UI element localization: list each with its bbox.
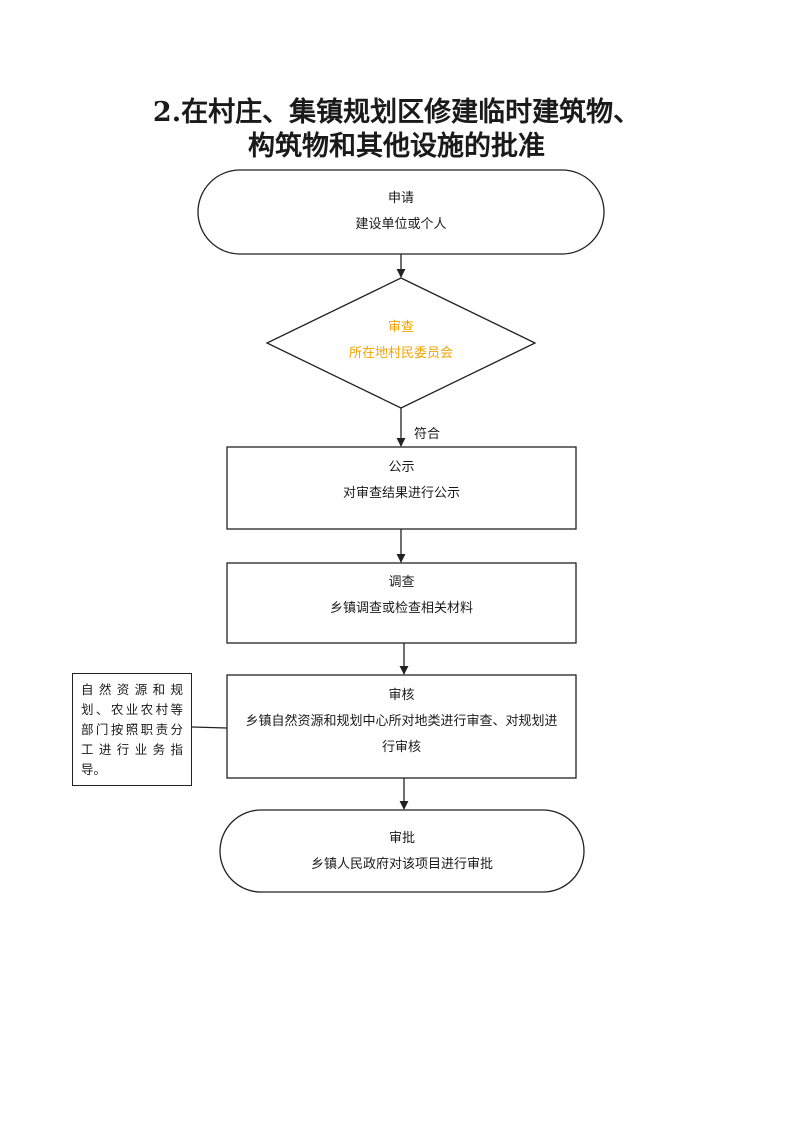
investigate-node: 调查 乡镇调查或检查相关材料 (227, 570, 576, 622)
audit-desc-line-2: 行审核 (381, 740, 421, 755)
publicity-node: 公示 对审查结果进行公示 (227, 455, 576, 507)
investigate-desc: 乡镇调查或检查相关材料 (329, 601, 473, 616)
approve-title: 审批 (388, 831, 415, 846)
audit-title: 审核 (388, 688, 415, 703)
page-title-line-2: 构筑物和其他设施的批准 (248, 131, 545, 162)
audit-box (226, 674, 577, 779)
apply-node: 申请 建设单位或个人 (198, 186, 604, 238)
audit-desc-line-1: 乡镇自然资源和规划中心所对地类进行审查、对规划进 (245, 714, 558, 729)
side-note-connector (191, 726, 228, 729)
side-note-line: 划、农业农村等 (81, 702, 183, 717)
page-title-line-1: 2.在村庄、集镇规划区修建临时建筑物、 (152, 97, 641, 128)
apply-desc: 建设单位或个人 (355, 217, 447, 232)
edge-label-conforms: 符合 (414, 427, 441, 442)
approve-terminator (219, 809, 585, 893)
review-desc: 所在地村民委员会 (348, 346, 453, 361)
apply-title: 申请 (387, 191, 414, 206)
investigate-title: 调查 (388, 575, 415, 590)
publicity-box (226, 446, 577, 530)
side-note-box: 自然资源和规 划、农业农村等 部门按照职责分 工进行业务指 导。 (72, 673, 192, 786)
publicity-title: 公示 (388, 460, 415, 475)
publicity-desc: 对审查结果进行公示 (342, 486, 460, 501)
side-note-line: 工进行业务指 (81, 742, 183, 757)
side-note-line: 自然资源和规 (81, 682, 183, 697)
audit-node: 审核 乡镇自然资源和规划中心所对地类进行审查、对规划进 行审核 (227, 683, 576, 761)
approve-desc: 乡镇人民政府对该项目进行审批 (310, 857, 493, 872)
review-node: 审查 所在地村民委员会 (267, 315, 535, 367)
investigate-box (226, 562, 577, 644)
side-note-line: 导。 (81, 762, 107, 777)
side-note-line: 部门按照职责分 (81, 722, 183, 737)
approve-node: 审批 乡镇人民政府对该项目进行审批 (220, 826, 584, 878)
review-title: 审查 (387, 320, 414, 335)
